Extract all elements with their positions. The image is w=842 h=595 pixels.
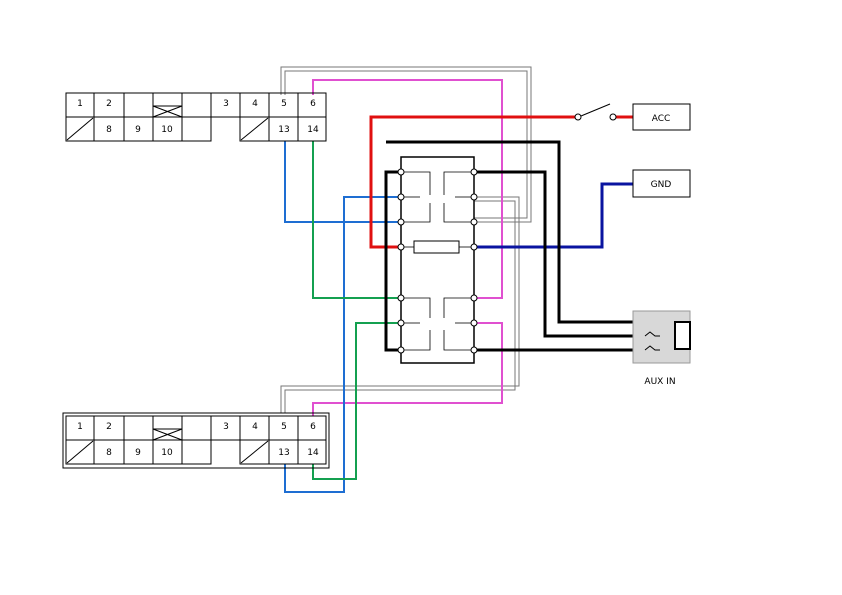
connector-bottom: 1 2 3 4 5 6 8 9 10 13 14	[62, 412, 330, 469]
pin-label: 9	[135, 125, 141, 135]
pin-label: 1	[77, 99, 83, 109]
pin-label: 13	[278, 448, 289, 458]
pin-label: 8	[106, 125, 112, 135]
acc-box: ACC	[632, 103, 691, 131]
connector-top: 1 2 3 4 5 6 8 9 10 13 14	[65, 92, 327, 142]
aux-in-jack: AUX IN	[632, 310, 691, 387]
blue-wire	[284, 141, 401, 493]
gnd-box: GND	[632, 169, 691, 198]
navy-gnd-wire	[474, 182, 633, 249]
pin-label: 14	[307, 125, 319, 135]
acc-label: ACC	[652, 114, 671, 124]
pin-label: 4	[252, 422, 258, 432]
pin-label: 5	[281, 422, 287, 432]
pin-label: 4	[252, 99, 258, 109]
aux-in-label: AUX IN	[644, 377, 675, 387]
pin-label: 5	[281, 99, 287, 109]
gnd-label: GND	[651, 180, 672, 190]
pin-label: 6	[310, 422, 316, 432]
acc-switch	[574, 103, 617, 121]
pin-label: 2	[106, 422, 112, 432]
magenta-wire	[312, 79, 503, 416]
pin-label: 9	[135, 448, 141, 458]
pin-label: 6	[310, 99, 316, 109]
relay-module	[397, 156, 478, 364]
relay-coil	[413, 240, 460, 254]
green-wire	[312, 141, 401, 480]
pin-label: 1	[77, 422, 83, 432]
pin-label: 14	[307, 448, 319, 458]
pin-label: 8	[106, 448, 112, 458]
pin-label: 2	[106, 99, 112, 109]
pin-label: 3	[223, 99, 229, 109]
pin-label: 3	[223, 422, 229, 432]
black-audio-wire	[384, 140, 660, 352]
pin-label: 10	[161, 125, 173, 135]
pin-label: 13	[278, 125, 289, 135]
pin-label: 10	[161, 448, 173, 458]
